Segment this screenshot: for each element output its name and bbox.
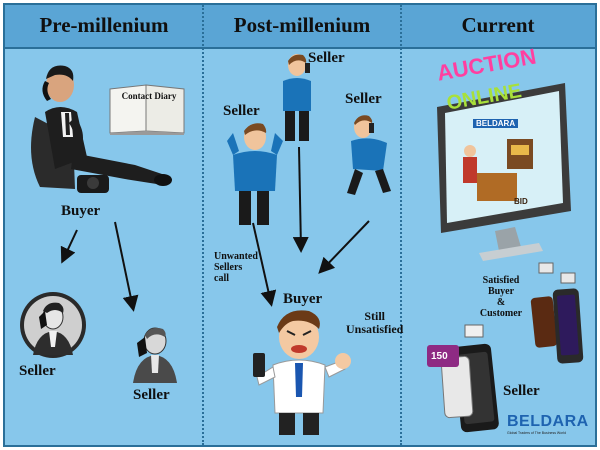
- unwanted-line-1: Unwanted: [214, 251, 258, 262]
- smartphone-icon: 150: [425, 323, 515, 435]
- beldara-logo: BELDARA Global Traders of The Business W…: [507, 413, 589, 435]
- satisfied-line-2: Buyer: [487, 286, 515, 297]
- column-title-post: Post-millenium: [233, 13, 371, 37]
- current-seller-label: Seller: [503, 383, 540, 399]
- beldara-logo-text: BELDARA: [507, 413, 589, 430]
- buyer-businessman-icon: [15, 57, 175, 202]
- contact-diary-icon: Contact Diary: [108, 83, 186, 135]
- arrow-icon: [114, 221, 139, 312]
- angry-buyer-icon: [249, 307, 353, 437]
- beldara-tagline: Global Traders of The Business World: [507, 431, 567, 435]
- phone-badge-text: 150: [431, 351, 448, 362]
- bid-sign: BID: [514, 197, 528, 206]
- arrow-icon: [318, 220, 370, 274]
- contact-diary-text: Contact Diary: [121, 91, 177, 101]
- pre-arrows: [60, 221, 139, 312]
- seller-phone-figure-icon: [275, 53, 321, 147]
- screen-brand: BELDARA: [473, 119, 519, 128]
- pre-buyer-label: Buyer: [61, 203, 101, 219]
- unwanted-line-3: call: [214, 273, 229, 284]
- header-bar: Pre-millenium Post-millenium Current: [5, 5, 595, 49]
- column-divider-1: [202, 5, 204, 445]
- seller-old-man-icon: [123, 323, 183, 385]
- column-divider-2: [400, 5, 402, 445]
- arrow-icon: [60, 229, 78, 264]
- arrow-icon: [252, 222, 277, 307]
- satisfied-line-1: Satisfied: [482, 275, 520, 286]
- column-title-current: Current: [461, 13, 535, 37]
- satisfied-line-4: Customer: [479, 308, 523, 319]
- unwanted-sellers-call-note: Unwanted Sellers call: [214, 251, 258, 284]
- pre-seller-right-label: Seller: [133, 387, 170, 403]
- post-seller-left-label: Seller: [223, 103, 260, 119]
- unsatisfied-line: Unsatisfied: [346, 322, 404, 336]
- arrow-icon: [292, 146, 309, 253]
- satisfied-buyer-customer: Satisfied Buyer & Customer: [467, 275, 535, 319]
- unwanted-line-2: Sellers: [214, 262, 243, 273]
- post-buyer-label: Buyer: [283, 291, 323, 307]
- still-unsatisfied-note: Still Unsatisfied: [346, 310, 403, 336]
- laptop-auction-online-icon: AUCTION ONLINE BELDARA BID: [415, 44, 585, 271]
- post-seller-top-label: Seller: [308, 50, 345, 66]
- post-arrows: [252, 146, 370, 307]
- satisfied-line-3: &: [496, 297, 506, 308]
- seller-crouching-figure-icon: [343, 113, 395, 199]
- seller-phone-portrait-icon: [17, 289, 89, 361]
- seller-stressed-figure-icon: [225, 121, 285, 231]
- smartphone-icon: [525, 261, 591, 381]
- column-title-pre: Pre-millenium: [39, 13, 169, 37]
- pre-seller-left-label: Seller: [19, 363, 56, 379]
- post-seller-right-label: Seller: [345, 91, 382, 107]
- diagram-frame: Pre-millenium Post-millenium Current: [3, 3, 597, 447]
- still-line: Still: [364, 309, 385, 323]
